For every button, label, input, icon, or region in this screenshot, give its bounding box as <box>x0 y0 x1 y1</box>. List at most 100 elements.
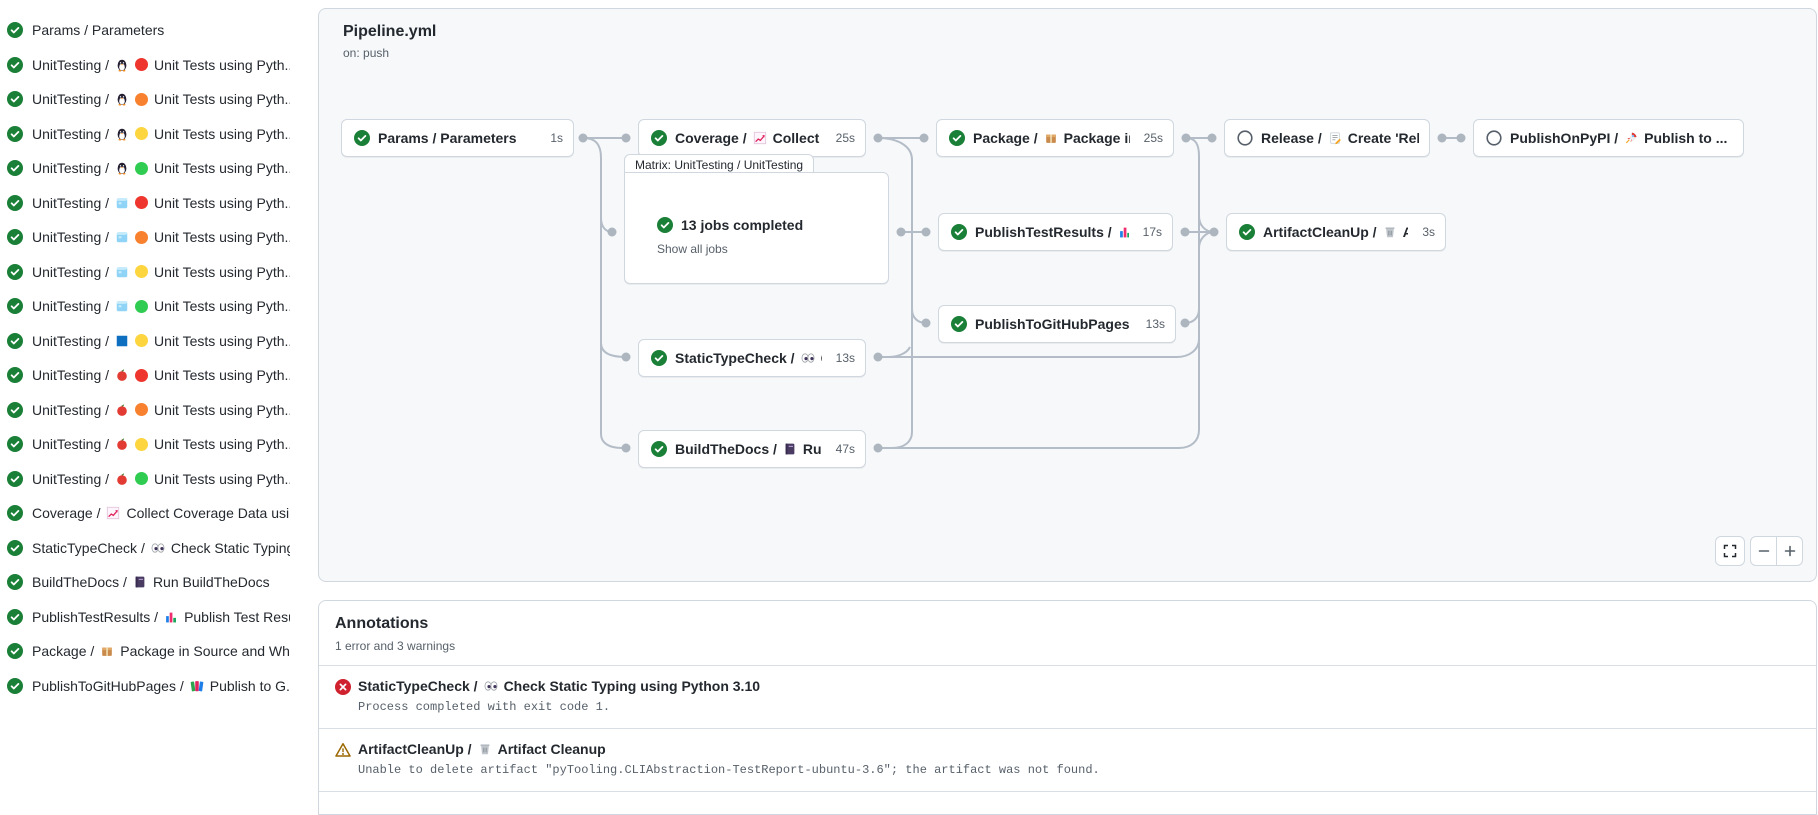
job-duration: 1s <box>550 131 563 145</box>
success-check-icon <box>7 471 23 487</box>
sidebar-job-unittest-ice-orange[interactable]: UnitTesting /Unit Tests using Pyth... <box>0 220 300 255</box>
annotation-job-link[interactable]: StaticTypeCheck / Check Static Typing us… <box>358 678 761 694</box>
sidebar-job-coverage[interactable]: Coverage /Collect Coverage Data usi... <box>0 496 300 531</box>
job-duration: 25s <box>1143 131 1163 145</box>
sidebar-job-unittest-windows-yellow[interactable]: UnitTesting /Unit Tests using Pyth... <box>0 324 300 359</box>
job-duration: 25s <box>835 131 855 145</box>
bar-chart-icon <box>164 610 178 624</box>
ice-cube-icon <box>115 299 129 313</box>
job-duration: 47s <box>835 442 855 456</box>
sidebar-job-unittest-ice-red[interactable]: UnitTesting /Unit Tests using Pyth... <box>0 186 300 221</box>
linux-penguin-icon <box>115 161 129 175</box>
zoom-in-button[interactable] <box>1777 537 1802 565</box>
success-check-icon <box>7 57 23 73</box>
notebook-icon <box>783 442 797 456</box>
graph-node-params[interactable]: Params / Parameters 1s <box>341 119 574 157</box>
workflow-trigger: on: push <box>343 46 390 60</box>
version-dot <box>135 161 149 175</box>
success-check-icon <box>7 436 23 452</box>
job-duration: 17s <box>1142 225 1162 239</box>
graph-node-coverage[interactable]: Coverage /Collect Cove... 25s <box>638 119 866 157</box>
success-check-icon <box>7 333 23 349</box>
sidebar-job-unittest-ice-yellow[interactable]: UnitTesting /Unit Tests using Pyth... <box>0 255 300 290</box>
sidebar-job-unittest-linux-yellow[interactable]: UnitTesting /Unit Tests using Pyth... <box>0 117 300 152</box>
sidebar-job-unittest-ice-green[interactable]: UnitTesting /Unit Tests using Pyth... <box>0 289 300 324</box>
success-check-icon <box>7 298 23 314</box>
matrix-tab[interactable]: Matrix: UnitTesting / UnitTesting <box>624 154 815 173</box>
workflow-graph-panel: Pipeline.yml on: push <box>318 8 1817 582</box>
sidebar-job-unittest-macos-red[interactable]: UnitTesting /Unit Tests using Pyth... <box>0 358 300 393</box>
fullscreen-button[interactable] <box>1715 536 1745 566</box>
success-check-icon <box>7 678 23 694</box>
version-dot <box>135 265 149 279</box>
chart-increasing-icon <box>753 131 767 145</box>
books-icon <box>190 679 204 693</box>
success-check-icon <box>651 350 667 366</box>
graph-node-buildthedocs[interactable]: BuildTheDocs /Run Buil... 47s <box>638 430 866 468</box>
success-check-icon <box>7 402 23 418</box>
graph-node-release[interactable]: Release /Create 'Release P... <box>1224 119 1430 157</box>
notebook-icon <box>133 575 147 589</box>
success-check-icon <box>949 130 965 146</box>
sidebar-job-unittest-macos-green[interactable]: UnitTesting /Unit Tests using Pyth... <box>0 462 300 497</box>
rocket-icon <box>1624 131 1638 145</box>
windows-icon <box>115 334 129 348</box>
version-dot <box>135 58 149 72</box>
sidebar-job-unittest-linux-green[interactable]: UnitTesting /Unit Tests using Pyth... <box>0 151 300 186</box>
skipped-circle-icon <box>1486 130 1502 146</box>
version-dot <box>135 403 149 417</box>
success-check-icon <box>354 130 370 146</box>
success-check-icon <box>657 217 673 233</box>
success-check-icon <box>7 22 23 38</box>
graph-node-publishonpypi[interactable]: PublishOnPyPI /Publish to ... <box>1473 119 1744 157</box>
matrix-jobs-completed: 13 jobs completed <box>657 217 868 233</box>
sidebar-job-publishtogithubpages[interactable]: PublishToGitHubPages /Publish to G... <box>0 669 300 704</box>
graph-node-artifactcleanup[interactable]: ArtifactCleanUp /Artifac... 3s <box>1226 213 1446 251</box>
sidebar-job-params[interactable]: Params / Parameters <box>0 13 300 48</box>
annotations-title: Annotations <box>335 615 429 632</box>
sidebar-job-unittest-linux-orange[interactable]: UnitTesting /Unit Tests using Pyth... <box>0 82 300 117</box>
eyes-icon <box>801 351 815 365</box>
version-dot <box>135 299 149 313</box>
version-dot <box>135 472 149 486</box>
apple-icon <box>115 368 129 382</box>
annotations-panel: Annotations 1 error and 3 warnings Stati… <box>318 600 1817 815</box>
warning-triangle-icon <box>335 742 351 758</box>
sidebar-job-unittest-macos-orange[interactable]: UnitTesting /Unit Tests using Pyth... <box>0 393 300 428</box>
version-dot <box>135 334 149 348</box>
eyes-icon <box>151 541 165 555</box>
sidebar-job-publishtestresults[interactable]: PublishTestResults /Publish Test Resu... <box>0 600 300 635</box>
success-check-icon <box>7 91 23 107</box>
success-check-icon <box>7 195 23 211</box>
sidebar-job-unittest-macos-yellow[interactable]: UnitTesting /Unit Tests using Pyth... <box>0 427 300 462</box>
skipped-circle-icon <box>1237 130 1253 146</box>
graph-node-publishtogithubpages[interactable]: PublishToGitHubPages /... 13s <box>938 305 1176 343</box>
annotation-job-link[interactable]: ArtifactCleanUp / Artifact Cleanup <box>358 741 606 757</box>
show-all-jobs-link[interactable]: Show all jobs <box>657 242 728 256</box>
package-icon <box>100 644 114 658</box>
linux-penguin-icon <box>115 127 129 141</box>
job-duration: 13s <box>1145 317 1165 331</box>
annotation-divider <box>319 791 1816 798</box>
sidebar-job-buildthedocs[interactable]: BuildTheDocs /Run BuildTheDocs <box>0 565 300 600</box>
apple-icon <box>115 472 129 486</box>
success-check-icon <box>651 441 667 457</box>
sidebar-job-unittest-linux-red[interactable]: UnitTesting /Unit Tests using Pyth... <box>0 48 300 83</box>
graph-node-publishtestresults[interactable]: PublishTestResults /Pu... 17s <box>938 213 1173 251</box>
sidebar-job-package[interactable]: Package /Package in Source and Wh... <box>0 634 300 669</box>
success-check-icon <box>7 229 23 245</box>
ice-cube-icon <box>115 265 129 279</box>
success-check-icon <box>7 505 23 521</box>
graph-node-package[interactable]: Package /Package in So... 25s <box>936 119 1174 157</box>
success-check-icon <box>7 367 23 383</box>
plus-icon <box>1782 543 1798 559</box>
chart-increasing-icon <box>106 506 120 520</box>
success-check-icon <box>1239 224 1255 240</box>
graph-node-statictypecheck[interactable]: StaticTypeCheck /Chec... 13s <box>638 339 866 377</box>
jobs-sidebar: Params / Parameters UnitTesting /Unit Te… <box>0 0 300 815</box>
success-check-icon <box>951 316 967 332</box>
sidebar-job-statictypecheck[interactable]: StaticTypeCheck /Check Static Typing... <box>0 531 300 566</box>
success-check-icon <box>7 643 23 659</box>
zoom-out-button[interactable] <box>1751 537 1777 565</box>
